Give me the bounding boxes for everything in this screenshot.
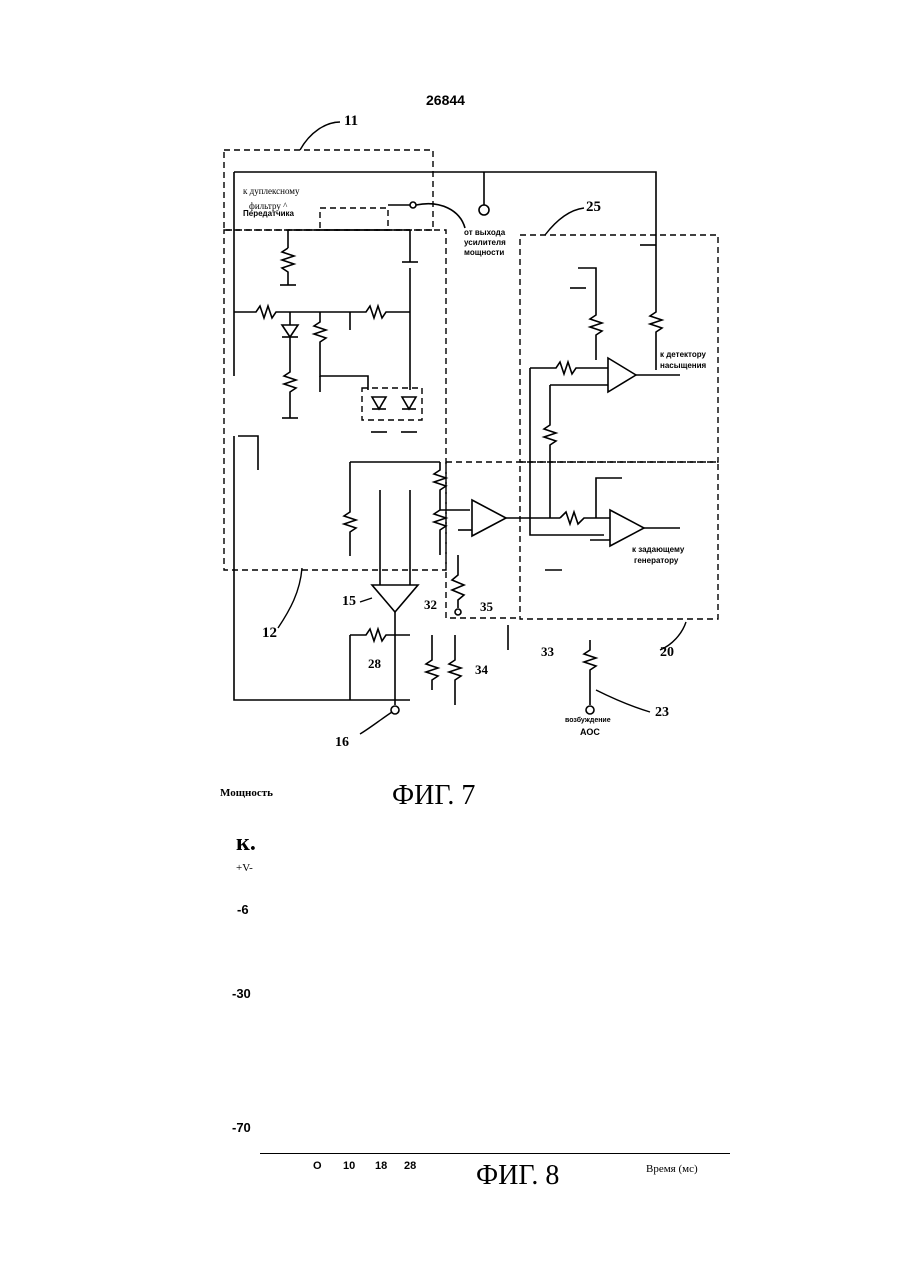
block-link-side xyxy=(446,462,520,618)
ref-32: 32 xyxy=(424,597,437,613)
ref-33: 33 xyxy=(541,644,554,660)
fig8-unit-line2: +V- xyxy=(236,862,253,874)
label-generator-line2: генератору xyxy=(634,556,678,565)
figure7-caption: ФИГ. 7 xyxy=(392,780,475,812)
fig8-y-tick-2: -30 xyxy=(232,986,251,1001)
ref-15: 15 xyxy=(342,594,356,610)
ref-28: 28 xyxy=(368,656,381,672)
lower-left-block xyxy=(344,462,470,612)
terminal-aoc xyxy=(586,706,594,714)
power-amp-input-terminal xyxy=(479,205,489,215)
fig8-x-tick-2: 10 xyxy=(343,1160,355,1172)
ref-35: 35 xyxy=(480,599,493,615)
label-aoc-line2: АОС xyxy=(580,727,600,737)
block-25 xyxy=(520,235,718,462)
diode-pair-box xyxy=(362,388,422,420)
ref-20: 20 xyxy=(660,645,674,661)
ref-23: 23 xyxy=(655,705,669,721)
ref-12: 12 xyxy=(262,625,277,642)
fig8-y-tick-1: -6 xyxy=(237,902,249,917)
label-amp-line1: от выхода xyxy=(464,228,505,237)
ref-25: 25 xyxy=(586,199,601,216)
label-generator-line1: к задающему xyxy=(632,545,684,554)
figure8-caption: ФИГ. 8 xyxy=(476,1160,559,1192)
fig8-unit-line1: к. xyxy=(236,830,256,857)
ref-11: 11 xyxy=(344,113,358,130)
middle-opamp xyxy=(452,500,560,615)
label-amp-line3: мощности xyxy=(464,248,504,257)
label-amp-line2: усилителя xyxy=(464,238,506,247)
label-aoc-line1: возбуждение xyxy=(565,717,611,724)
fig8-x-axis-title: Время (мс) xyxy=(646,1163,698,1175)
fig8-x-axis-line xyxy=(260,1153,730,1154)
fig8-x-tick-1: O xyxy=(313,1160,322,1172)
ref-16: 16 xyxy=(335,735,349,751)
block-25-circuit xyxy=(530,245,680,535)
label-detector-line2: насыщения xyxy=(660,361,706,370)
fig8-y-axis-title: Мощность xyxy=(220,787,273,799)
transmitter-box xyxy=(320,208,388,230)
label-transmitter: Передатчика xyxy=(243,209,294,218)
label-duplex-line1: к дуплексному xyxy=(243,186,300,196)
buffer-amp-15 xyxy=(372,585,418,612)
fig8-x-tick-4: 28 xyxy=(404,1160,416,1172)
fig8-x-tick-3: 18 xyxy=(375,1160,387,1172)
bottom-chain xyxy=(350,612,596,714)
fig8-y-tick-3: -70 xyxy=(232,1120,251,1135)
label-detector-line1: к детектору xyxy=(660,350,706,359)
ref-34: 34 xyxy=(475,662,488,678)
terminal-16 xyxy=(391,706,399,714)
diode-pair xyxy=(371,397,417,432)
